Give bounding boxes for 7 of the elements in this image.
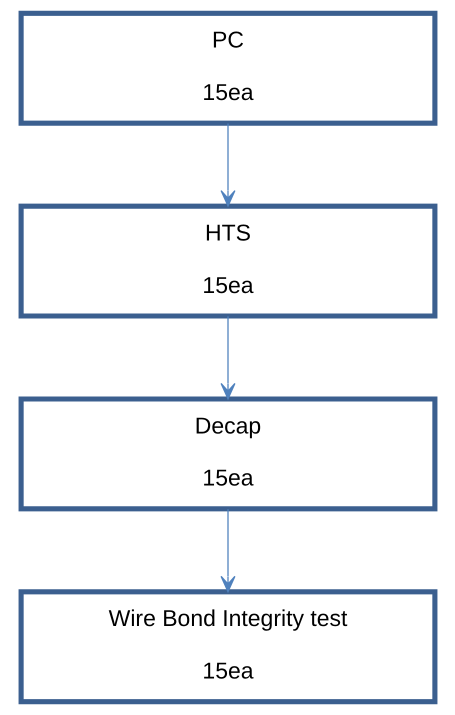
node-box: PC 15ea	[18, 10, 437, 126]
arrow	[220, 124, 236, 207]
arrow	[220, 316, 236, 400]
node-box: Decap 15ea	[18, 396, 437, 512]
node-box: HTS 15ea	[18, 204, 437, 319]
node-box: Wire Bond Integrity test 15ea	[18, 589, 437, 704]
arrow	[220, 509, 236, 592]
